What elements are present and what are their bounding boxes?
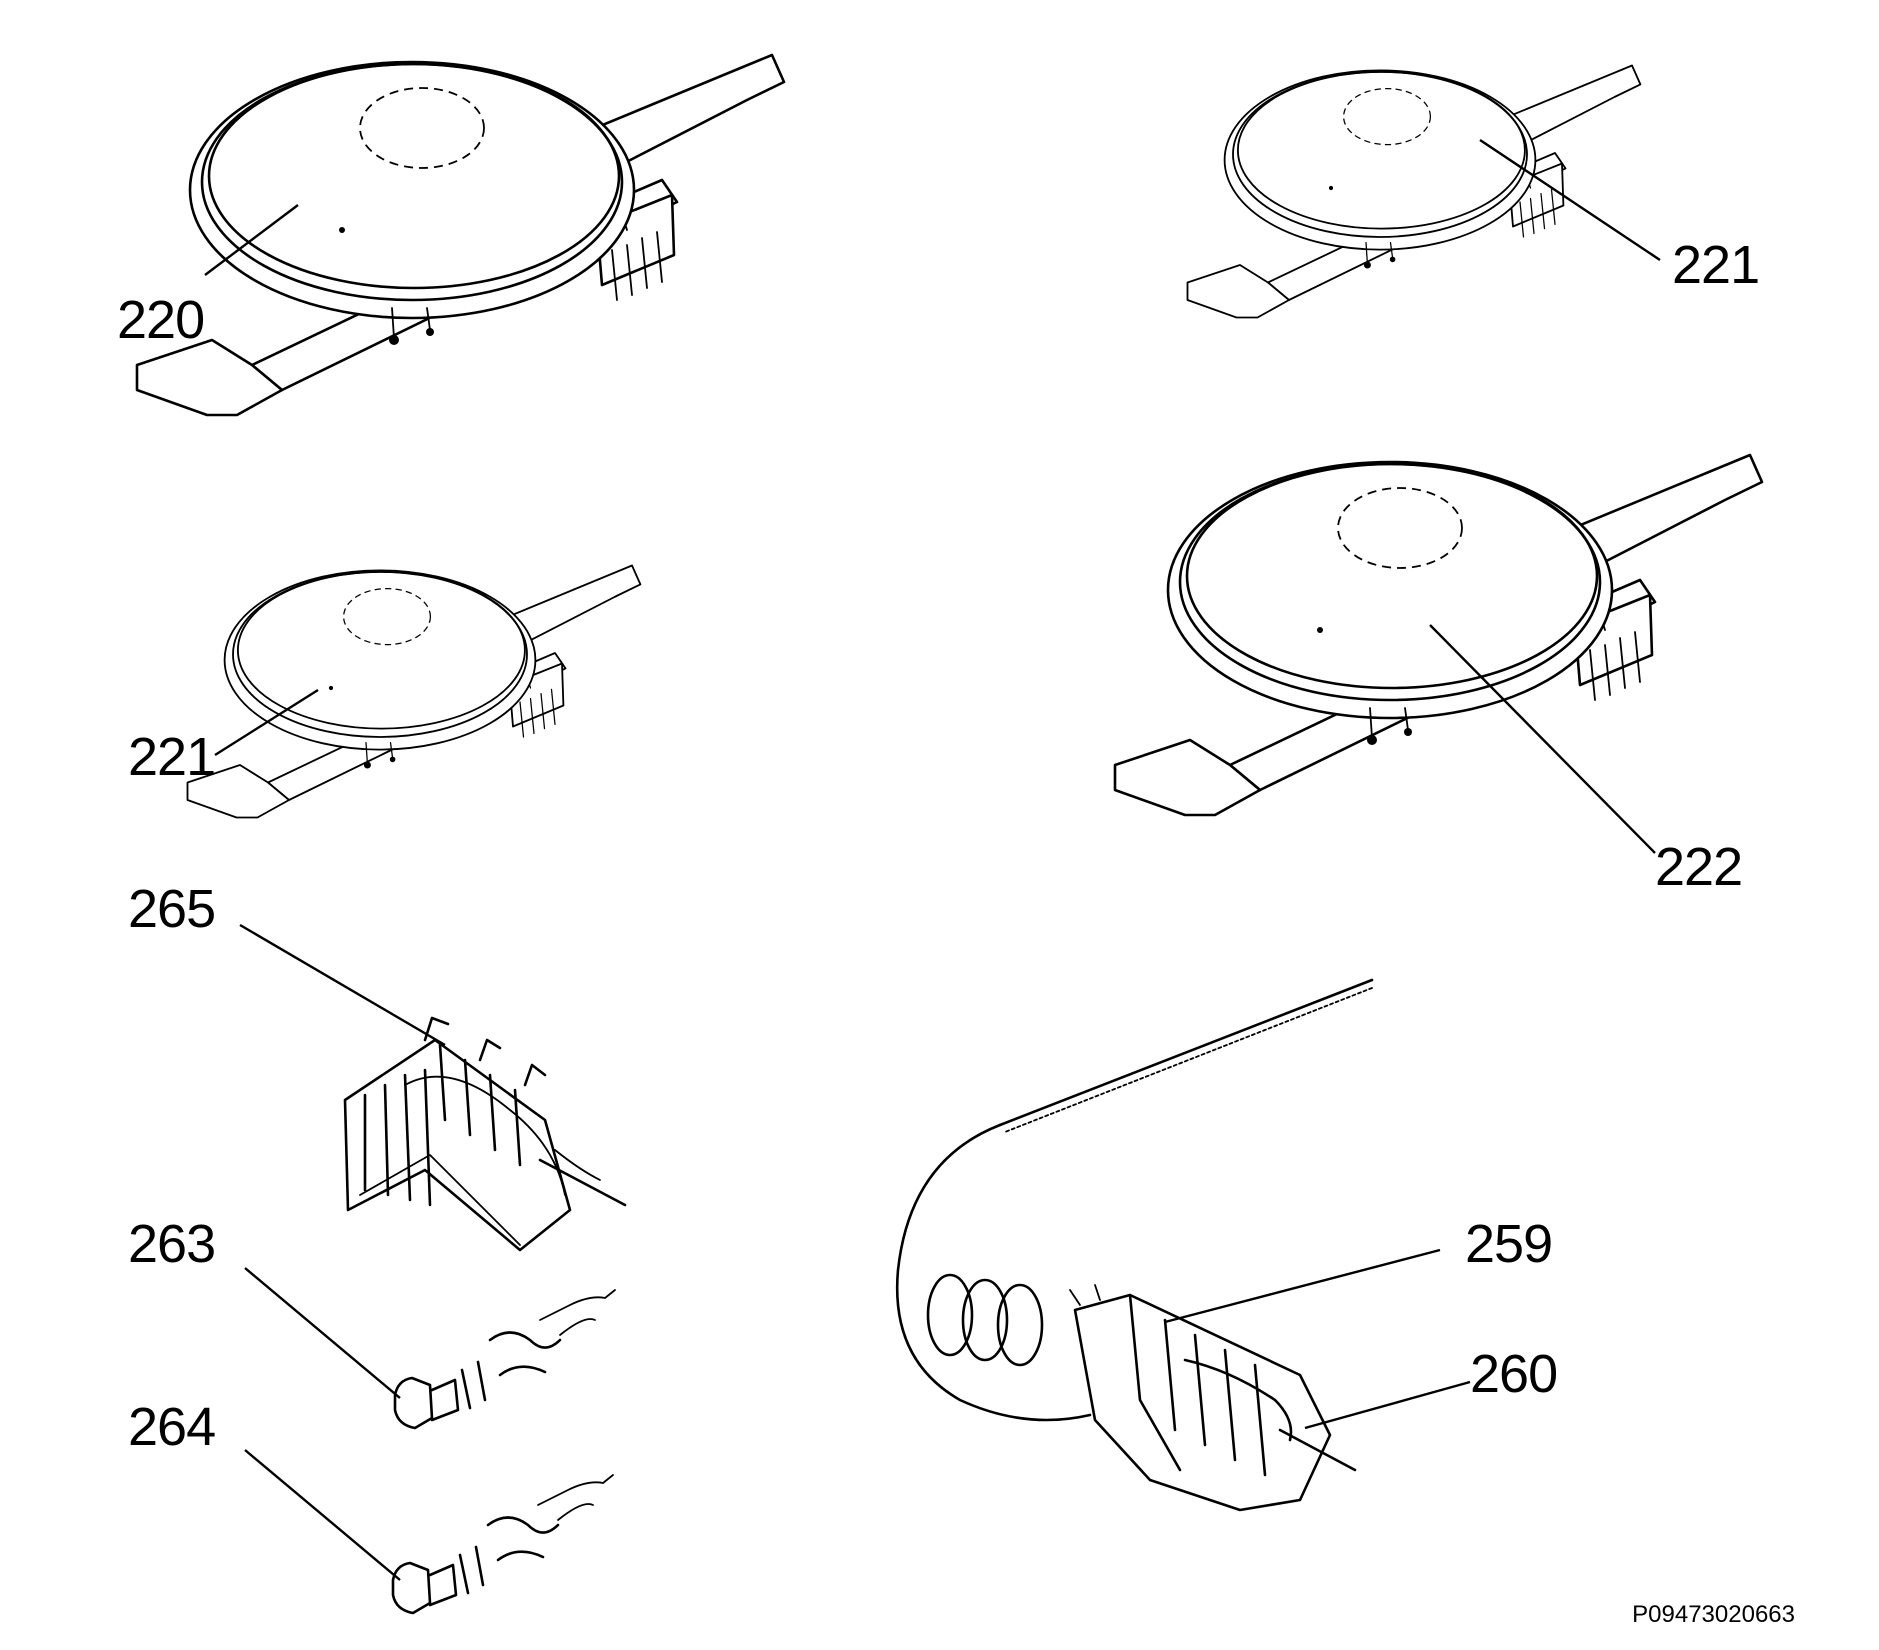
document-code: P09473020663 bbox=[1632, 1601, 1795, 1628]
part-label-260: 260 bbox=[1470, 1344, 1557, 1404]
part-label-263: 263 bbox=[128, 1214, 215, 1274]
spindle-263-drawing bbox=[393, 1289, 616, 1430]
leader-220 bbox=[204, 204, 299, 276]
part-label-259: 259 bbox=[1465, 1214, 1552, 1274]
leader-259 bbox=[1164, 1248, 1441, 1324]
leader-265 bbox=[239, 923, 446, 1047]
hotplate-220-drawing bbox=[135, 53, 786, 417]
switch-265-drawing bbox=[343, 1016, 627, 1252]
leader-263 bbox=[244, 1267, 401, 1399]
leader-221-top bbox=[1479, 139, 1661, 261]
part-label-221-top: 221 bbox=[1672, 235, 1759, 295]
hotplate-221-left-drawing bbox=[186, 564, 642, 819]
leader-260 bbox=[1304, 1380, 1471, 1430]
thermostat-259-260-drawing bbox=[895, 978, 1374, 1512]
part-label-221-left: 221 bbox=[128, 727, 215, 787]
leader-264 bbox=[244, 1449, 401, 1581]
part-label-265: 265 bbox=[128, 879, 215, 939]
part-label-222: 222 bbox=[1655, 837, 1742, 897]
part-label-264: 264 bbox=[128, 1397, 215, 1457]
part-label-220: 220 bbox=[117, 290, 204, 350]
spindle-264-drawing bbox=[391, 1474, 614, 1615]
hotplate-221-top-drawing bbox=[1186, 64, 1642, 319]
leader-222 bbox=[1429, 624, 1656, 854]
leader-221-left bbox=[214, 688, 319, 757]
